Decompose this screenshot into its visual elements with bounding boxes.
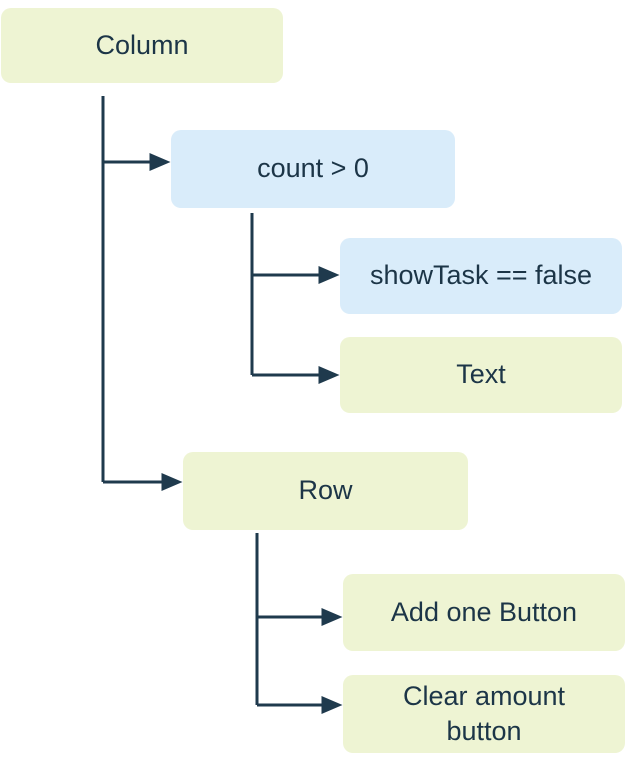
connector-row-trunk [255, 533, 343, 714]
node-count-condition: count > 0 [171, 130, 455, 208]
connector-column-trunk [101, 96, 183, 491]
node-clear-amount-button-label: Clear amount button [402, 680, 566, 746]
node-row: Row [183, 452, 468, 530]
node-add-one-button: Add one Button [343, 574, 625, 651]
node-clear-amount-button: Clear amount button [343, 675, 625, 753]
node-column-label: Column [95, 29, 189, 60]
node-row-label: Row [298, 475, 353, 506]
node-add-one-button-label: Add one Button [390, 596, 578, 627]
node-column: Column [1, 8, 283, 83]
node-text-label: Text [456, 359, 506, 390]
node-text: Text [340, 337, 622, 413]
node-showtask-condition: showTask == false [340, 238, 622, 314]
node-showtask-condition-label: showTask == false [369, 260, 593, 291]
node-count-condition-label: count > 0 [257, 153, 369, 184]
connector-count-trunk [250, 213, 340, 384]
